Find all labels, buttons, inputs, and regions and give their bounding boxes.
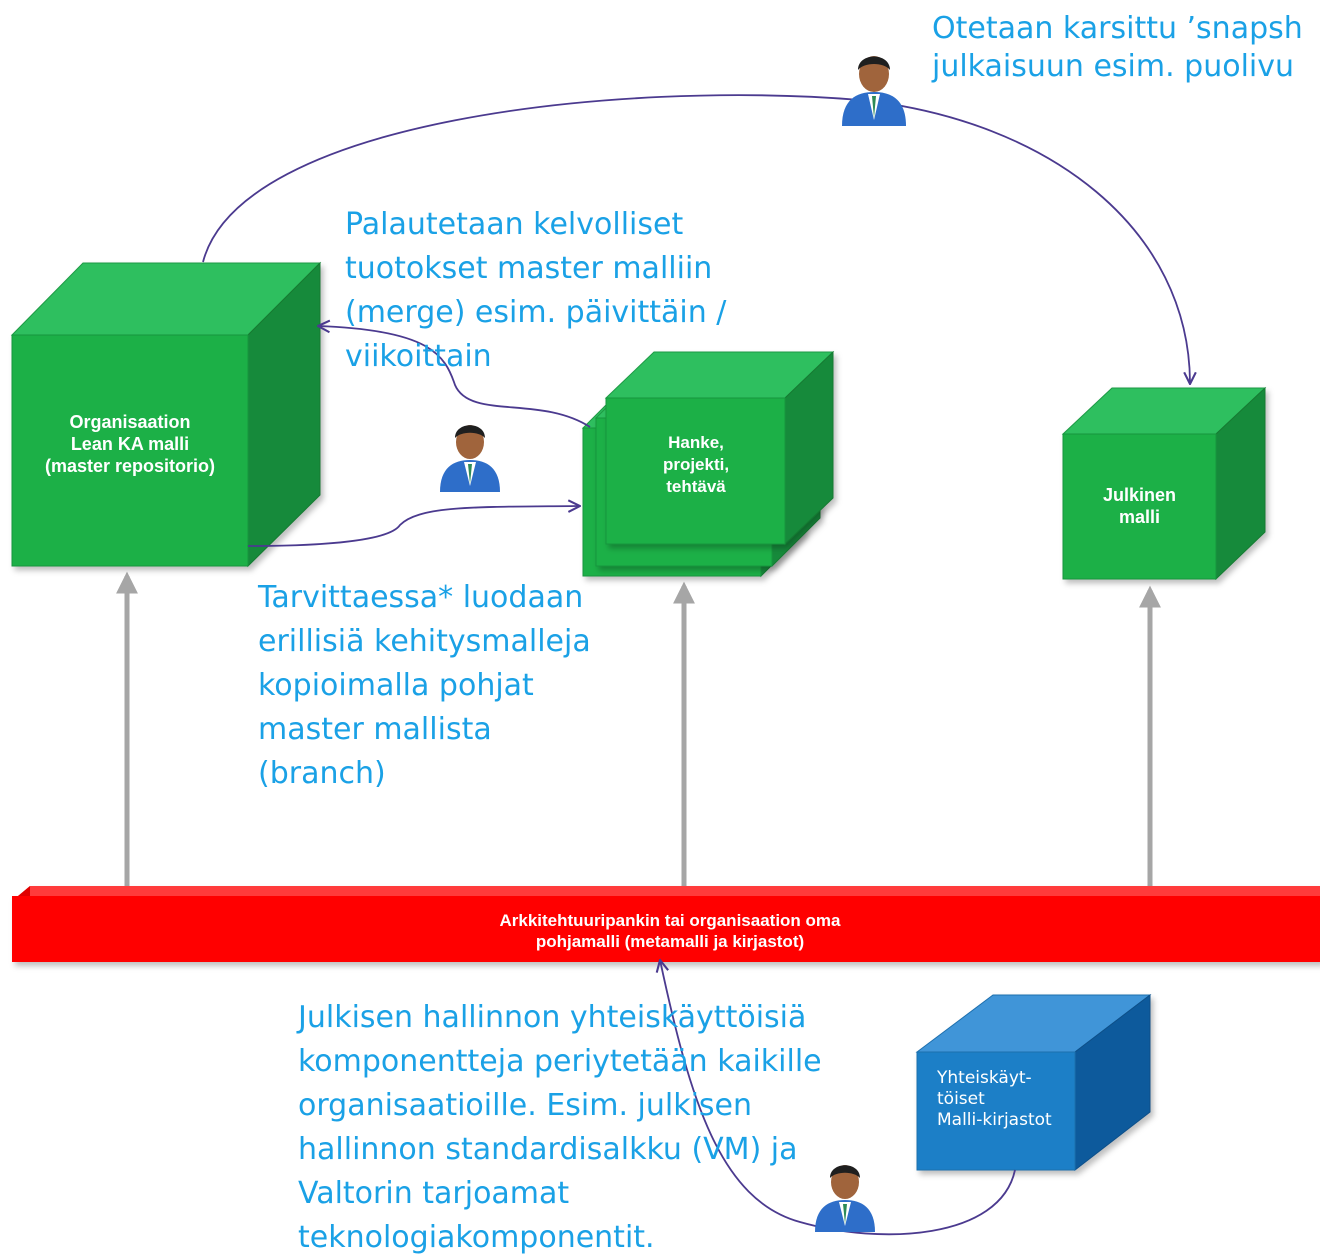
person-icon bbox=[815, 1165, 875, 1232]
snapshot-arrow bbox=[202, 94, 1190, 384]
person-icon bbox=[842, 56, 906, 126]
base-model-bar bbox=[12, 886, 1320, 962]
base-model-label: Arkkitehtuuripankin tai organisaation om… bbox=[499, 911, 841, 951]
master-model-cube bbox=[10, 261, 322, 568]
project-label: Hanke, projekti, tehtävä bbox=[662, 433, 730, 496]
merge-arrow bbox=[318, 326, 591, 428]
person-icon bbox=[440, 425, 500, 492]
merge-annotation: Palautetaan kelvolliset tuotokset master… bbox=[345, 207, 727, 374]
branch-annotation: Tarvittaessa* luodaan erillisiä kehitysm… bbox=[258, 580, 591, 791]
public-model-label: Julkinen malli bbox=[1102, 485, 1177, 527]
shared-libraries-label: Yhteiskäyt- töiset Malli-kirjastot bbox=[937, 1068, 1052, 1130]
shared-libraries-cube bbox=[915, 993, 1152, 1172]
project-cubes bbox=[581, 350, 835, 578]
snapshot-annotation: Otetaan karsittu ’snapsh julkaisuun esim… bbox=[932, 11, 1303, 84]
branch-arrow bbox=[247, 506, 580, 547]
inheritance-flow-arrow bbox=[660, 960, 1016, 1236]
inheritance-arrows bbox=[116, 571, 1161, 886]
master-model-label: Organisaation Lean KA malli (master repo… bbox=[44, 412, 216, 476]
flow-arrows bbox=[202, 94, 1190, 1236]
inheritance-annotation: Julkisen hallinnon yhteiskäyttöisiä komp… bbox=[298, 1000, 822, 1255]
public-model-cube bbox=[1061, 386, 1267, 581]
